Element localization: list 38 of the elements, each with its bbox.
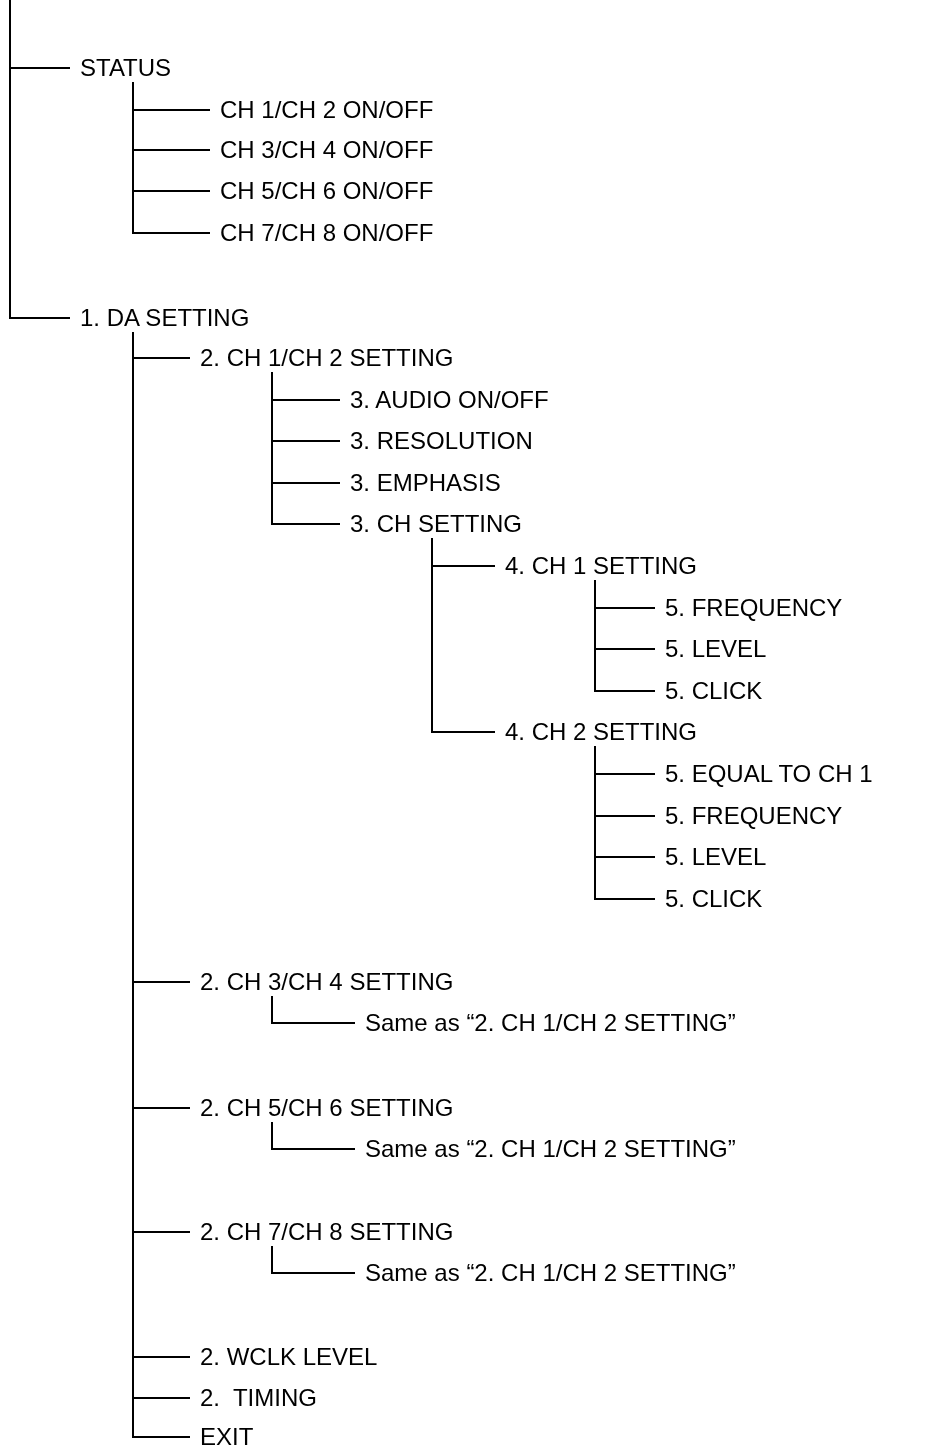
menu-item-label: 5. CLICK bbox=[665, 678, 763, 704]
menu-item-label: 2. CH 5/CH 6 SETTING bbox=[200, 1095, 454, 1121]
connector-line bbox=[271, 995, 356, 1024]
menu-item-label: STATUS bbox=[80, 55, 172, 81]
menu-item-label: 5. CLICK bbox=[665, 886, 763, 912]
menu-item-label: 5. EQUAL TO CH 1 bbox=[665, 761, 873, 787]
menu-item-label: 2. WCLK LEVEL bbox=[200, 1344, 378, 1370]
menu-item-label: 3. EMPHASIS bbox=[350, 470, 501, 496]
menu-item-label: 2. CH 1/CH 2 SETTING bbox=[200, 345, 454, 371]
menu-item-label: CH 7/CH 8 ON/OFF bbox=[220, 220, 434, 246]
connector-line bbox=[594, 579, 656, 692]
connector-line bbox=[431, 537, 496, 733]
menu-item-label: 5. LEVEL bbox=[665, 636, 767, 662]
menu-item-label: 2. CH 7/CH 8 SETTING bbox=[200, 1219, 454, 1245]
connector-line bbox=[594, 745, 656, 900]
menu-item-label: 3. RESOLUTION bbox=[350, 428, 533, 454]
menu-item-label: EXIT bbox=[200, 1424, 254, 1450]
menu-item-label: Same as “2. CH 1/CH 2 SETTING” bbox=[365, 1136, 736, 1162]
connector-line bbox=[9, 0, 71, 319]
menu-item-label: 3. AUDIO ON/OFF bbox=[350, 387, 549, 413]
menu-item-label: 1. DA SETTING bbox=[80, 305, 250, 331]
menu-item-label: CH 3/CH 4 ON/OFF bbox=[220, 137, 434, 163]
menu-item-label: CH 1/CH 2 ON/OFF bbox=[220, 97, 434, 123]
connector-line bbox=[271, 371, 341, 525]
connector-line bbox=[271, 1121, 356, 1150]
menu-item-label: 2. TIMING bbox=[200, 1385, 317, 1411]
menu-item-label: 4. CH 1 SETTING bbox=[505, 553, 698, 579]
menu-item-label: 3. CH SETTING bbox=[350, 511, 523, 537]
menu-item-label: 4. CH 2 SETTING bbox=[505, 719, 698, 745]
menu-item-label: 5. FREQUENCY bbox=[665, 803, 843, 829]
menu-item-label: CH 5/CH 6 ON/OFF bbox=[220, 178, 434, 204]
menu-item-label: 5. LEVEL bbox=[665, 844, 767, 870]
menu-item-label: 2. CH 3/CH 4 SETTING bbox=[200, 969, 454, 995]
connector-line bbox=[271, 1245, 356, 1274]
menu-item-label: Same as “2. CH 1/CH 2 SETTING” bbox=[365, 1260, 736, 1286]
menu-item-label: Same as “2. CH 1/CH 2 SETTING” bbox=[365, 1010, 736, 1036]
menu-item-label: 5. FREQUENCY bbox=[665, 595, 843, 621]
connector-line bbox=[132, 81, 211, 234]
